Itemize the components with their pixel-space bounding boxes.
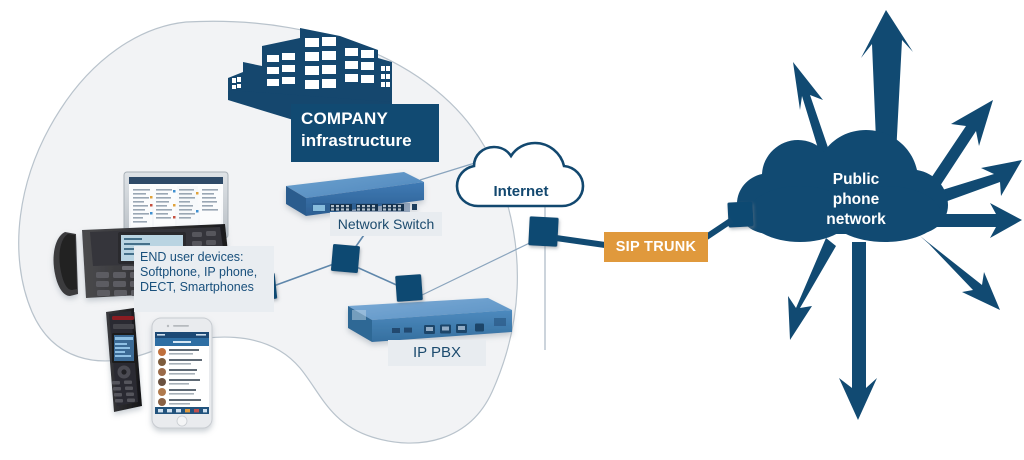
network-switch-label: Network Switch xyxy=(330,212,442,236)
smartphone xyxy=(151,317,213,429)
link-node-to-sip xyxy=(555,235,613,249)
end-user-line-2: Softphone, IP phone, xyxy=(140,265,258,279)
internet-cloud xyxy=(455,141,585,208)
public-network-line-2: phone xyxy=(832,191,880,208)
network-switch-appliance xyxy=(286,172,424,216)
company-label-line1: COMPANY xyxy=(301,109,389,128)
node-public xyxy=(727,201,754,228)
public-network-line-3: network xyxy=(826,211,886,228)
smartphone-contact-list xyxy=(158,348,202,406)
company-infrastructure-label: COMPANY infrastructure xyxy=(291,104,439,162)
desktop-monitor-softphone xyxy=(123,171,229,257)
dect-handset xyxy=(106,308,142,412)
softphone-ui-columns xyxy=(131,186,221,227)
sip-trunk-badge: SIP TRUNK xyxy=(604,232,708,262)
line-switch-internet xyxy=(419,161,479,181)
connection-nodes xyxy=(248,201,754,302)
ip-pbx-label: IP PBX xyxy=(388,340,486,366)
end-user-devices-label: END user devices: Softphone, IP phone, D… xyxy=(134,246,274,312)
ip-pbx-appliance xyxy=(348,298,512,342)
internet-cloud-label: Internet xyxy=(493,183,549,200)
end-user-line-3: DECT, Smartphones xyxy=(140,280,254,294)
line-enduser-hub xyxy=(267,260,343,289)
public-network-line-1: Public xyxy=(832,171,880,188)
end-user-line-1: END user devices: xyxy=(140,250,244,264)
line-pbx-internet xyxy=(419,237,541,297)
node-internet xyxy=(528,216,559,247)
node-hub xyxy=(330,244,360,274)
public-phone-network-label: Public phone network xyxy=(800,170,912,230)
node-pbx xyxy=(395,274,423,302)
public-phone-network-arrows xyxy=(737,10,1022,420)
company-label-line2: infrastructure xyxy=(301,131,412,150)
